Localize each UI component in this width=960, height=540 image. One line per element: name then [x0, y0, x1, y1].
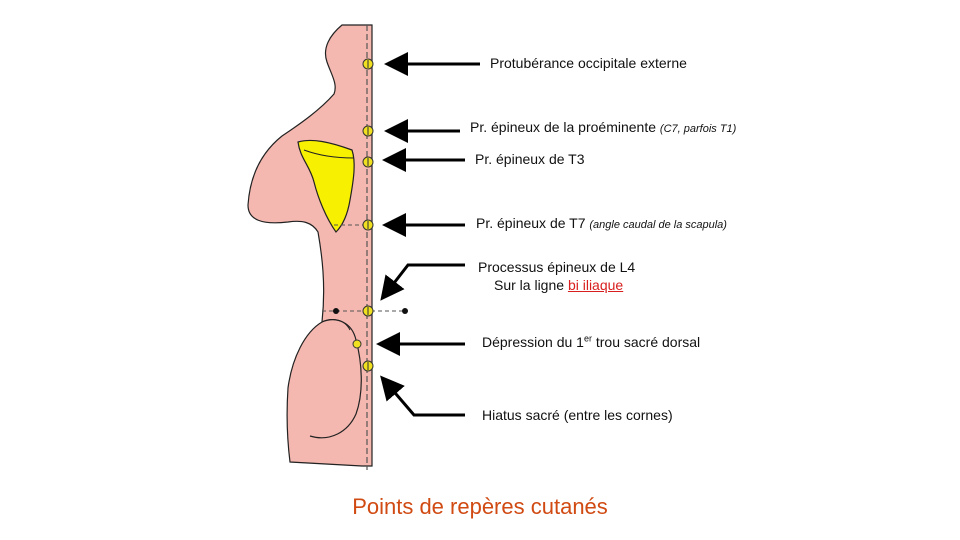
landmark-sacral-foramen: [352, 339, 362, 349]
landmark-hiatus: [362, 360, 374, 372]
label-sacral-suffix: trou sacré dorsal: [595, 334, 701, 350]
landmark-t3: [362, 156, 374, 168]
label-occipital: Protubérance occipitale externe: [490, 55, 687, 71]
label-sacral-sup: er: [583, 333, 592, 344]
label-sacral-foramen: Dépression du 1er trou sacré dorsal: [482, 334, 700, 350]
label-t7: Pr. épineux de T7 (angle caudal de la sc…: [476, 215, 727, 233]
arrow-l4: [380, 263, 465, 301]
landmark-t7: [362, 219, 374, 231]
label-hiatus: Hiatus sacré (entre les cornes): [482, 407, 673, 423]
arrow-hiatus: [380, 375, 465, 417]
label-t7-main: Pr. épineux de T7: [476, 215, 586, 231]
label-l4-line2: Sur la ligne bi iliaque: [494, 277, 623, 293]
scapular-spine: [303, 149, 355, 159]
iliac-crest-point-right: [402, 308, 408, 314]
bi-iliaque-term: bi iliaque: [567, 277, 624, 293]
iliac-crest-contour: [321, 319, 351, 331]
label-t7-note: (angle caudal de la scapula): [589, 219, 727, 231]
landmark-c7: [362, 125, 374, 137]
label-c7-note: (C7, parfois T1): [659, 123, 737, 135]
scapula: [297, 139, 355, 233]
iliac-crest-point-left: [333, 308, 339, 314]
landmark-occipital: [362, 58, 374, 70]
slide-title: Points de repères cutanés: [352, 494, 608, 519]
label-t3: Pr. épineux de T3: [475, 151, 585, 167]
label-l4-line1: Processus épineux de L4: [478, 259, 636, 275]
landmark-l4: [362, 305, 374, 317]
label-l4-line2-prefix: Sur la ligne: [494, 277, 565, 293]
body-silhouette: [247, 24, 373, 467]
label-c7-main: Pr. épineux de la proéminente: [470, 119, 657, 135]
label-c7: Pr. épineux de la proéminente (C7, parfo…: [470, 119, 736, 137]
label-sacral-prefix: Dépression du 1: [482, 334, 584, 350]
